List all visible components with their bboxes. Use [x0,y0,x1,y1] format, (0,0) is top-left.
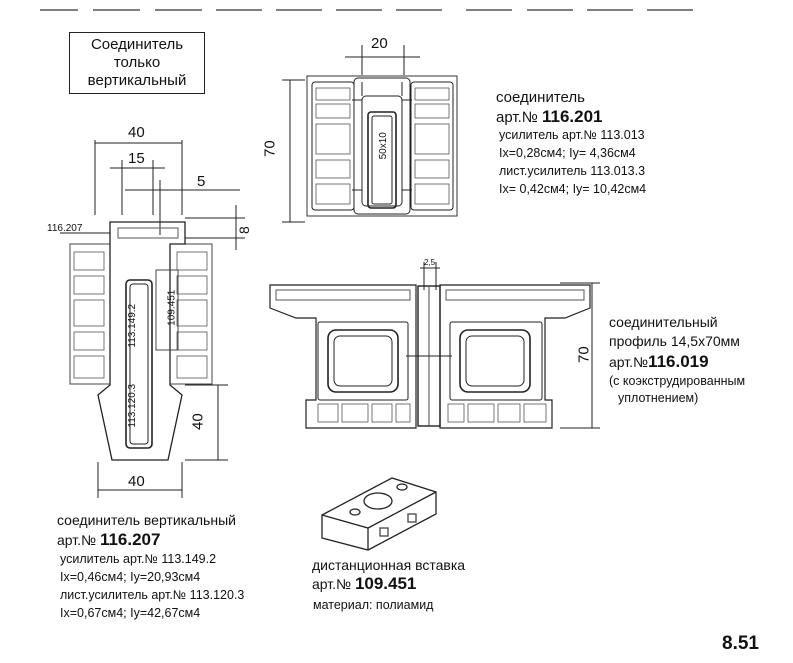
profile-116-019-art: арт.№116.019 [609,352,709,372]
tag-50x10: 50x10 [377,132,389,160]
drawing-vertical-connector-116-207 [60,140,245,498]
connector-116-201-title: соединитель [496,89,585,106]
art-prefix: арт.№ [312,576,352,592]
dimension-40-top: 40 [128,124,145,141]
dimension-5: 5 [197,173,206,190]
dimension-20: 20 [371,35,388,52]
connector-116-201-line-3: лист.усилитель 113.013.3 [499,164,646,178]
profile-116-019-line-5: уплотнением) [618,391,699,405]
vertical-116-207-art: арт.№ 116.207 [57,530,160,550]
connector-116-201-line-1: усилитель арт.№ 113.013 [499,128,645,142]
vertical-116-207-line-3: лист.усилитель арт.№ 113.120.3 [60,588,245,602]
vertical-116-207-line-1: усилитель арт.№ 113.149.2 [60,552,217,566]
dimension-15: 15 [128,150,145,167]
drawing-connecting-profile-116-019 [269,262,600,429]
title-box-line-1: Соединитель [90,36,184,53]
tag-113-120-3: 113.120.3 [127,383,139,428]
spacer-109-451-material: материал: полиамид [313,598,434,612]
spacer-109-451-title: дистанционная вставка [312,557,466,573]
profile-116-019-line-1: соединительный [609,314,718,330]
title-box-line-2: только [113,54,161,71]
art-number: 116.019 [648,352,709,371]
vertical-116-207-line-2: Ix=0,46см4; Iy=20,93см4 [60,570,201,584]
art-prefix: арт.№ [57,532,97,548]
dimension-40-bottom: 40 [128,473,145,490]
tag-109-451: 109.451 [166,289,178,326]
tag-113-149-2: 113.149.2 [127,303,139,348]
vertical-116-207-line-4: Ix=0,67см4; Iy=42,67см4 [60,606,201,620]
title-box-line-3: вертикальный [87,72,187,89]
dimension-2-5: 2,5 [424,258,436,267]
connector-116-201-line-2: Ix=0,28см4; Iy= 4,36см4 [499,146,636,160]
drawing-connector-116-201 [282,45,458,223]
title-box: Соединитель только вертикальный [69,32,205,94]
dimension-70-mid: 70 [575,346,593,363]
art-prefix: арт.№ [609,354,649,370]
dimension-8: 8 [235,226,252,234]
art-number: 116.201 [542,107,603,126]
art-number: 116.207 [99,530,161,549]
tag-116-207: 116.207 [47,223,83,234]
page-number: 8.51 [722,633,759,654]
art-number: 109.451 [354,574,417,593]
spacer-109-451-art: арт.№ 109.451 [312,574,416,594]
profile-116-019-line-2: профиль 14,5х70мм [609,333,740,349]
vertical-116-207-title: соединитель вертикальный [57,512,236,528]
dimension-40-side: 40 [189,413,207,430]
connector-116-201-line-4: Ix= 0,42см4; Iy= 10,42см4 [499,182,647,196]
art-prefix: арт.№ [496,109,538,126]
profile-116-019-line-4: (с коэкструдированным [609,374,746,388]
dimension-70-top: 70 [261,140,279,157]
connector-116-201-art: арт.№ 116.201 [496,107,603,127]
drawing-spacer-109-451 [321,477,437,551]
